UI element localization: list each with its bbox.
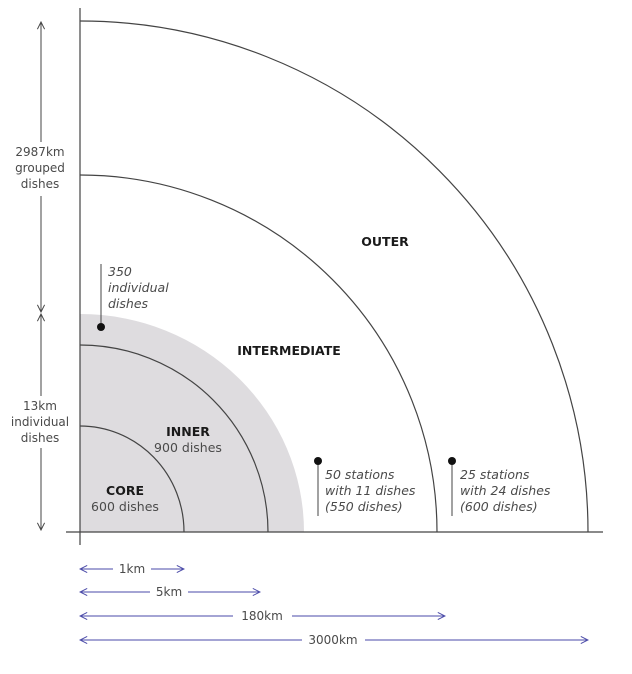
inner-boundary-arc [79, 344, 269, 533]
annotation-50-line2: with 11 dishes [325, 483, 416, 498]
pin-50-dot [314, 457, 322, 465]
scale-180km-label: 180km [241, 609, 283, 623]
individual-dimension-line3: dishes [21, 431, 59, 445]
intermediate-boundary-arc [79, 174, 438, 533]
grouped-dimension-line1: 2987km [15, 145, 64, 159]
scale-3000km: 3000km [80, 633, 588, 647]
outer-label: OUTER [361, 234, 409, 249]
annotation-50-line3: (550 dishes) [325, 499, 403, 514]
pin-25-dot [448, 457, 456, 465]
annotation-25-line2: with 24 dishes [460, 483, 551, 498]
annotation-350-line2: individual [108, 280, 169, 295]
scale-180km: 180km [80, 609, 445, 623]
inner-label: INNER [166, 424, 210, 439]
scale-5km: 5km [80, 585, 260, 599]
scale-5km-label: 5km [156, 585, 182, 599]
core-boundary-arc [79, 425, 185, 533]
inner-dishes-label: 900 dishes [154, 440, 222, 455]
grouped-dimension-line3: dishes [21, 177, 59, 191]
annotation-50-line1: 50 stations [325, 467, 395, 482]
outer-boundary-arc [79, 20, 589, 533]
scale-1km-label: 1km [119, 562, 145, 576]
annotation-25-line3: (600 dishes) [460, 499, 538, 514]
individual-dimension-line2: individual [11, 415, 69, 429]
core-dishes-label: 600 dishes [91, 499, 159, 514]
scale-3000km-label: 3000km [308, 633, 357, 647]
individual-dishes-region [80, 314, 304, 532]
pin-350-dot [97, 323, 105, 331]
grouped-dimension-line2: grouped [15, 161, 65, 175]
annotation-350-line3: dishes [108, 296, 149, 311]
intermediate-label: INTERMEDIATE [237, 343, 341, 358]
core-label: CORE [106, 483, 144, 498]
scale-1km: 1km [80, 562, 184, 576]
annotation-25-line1: 25 stations [460, 467, 530, 482]
individual-dimension-line1: 13km [23, 399, 57, 413]
annotation-350-line1: 350 [108, 264, 132, 279]
